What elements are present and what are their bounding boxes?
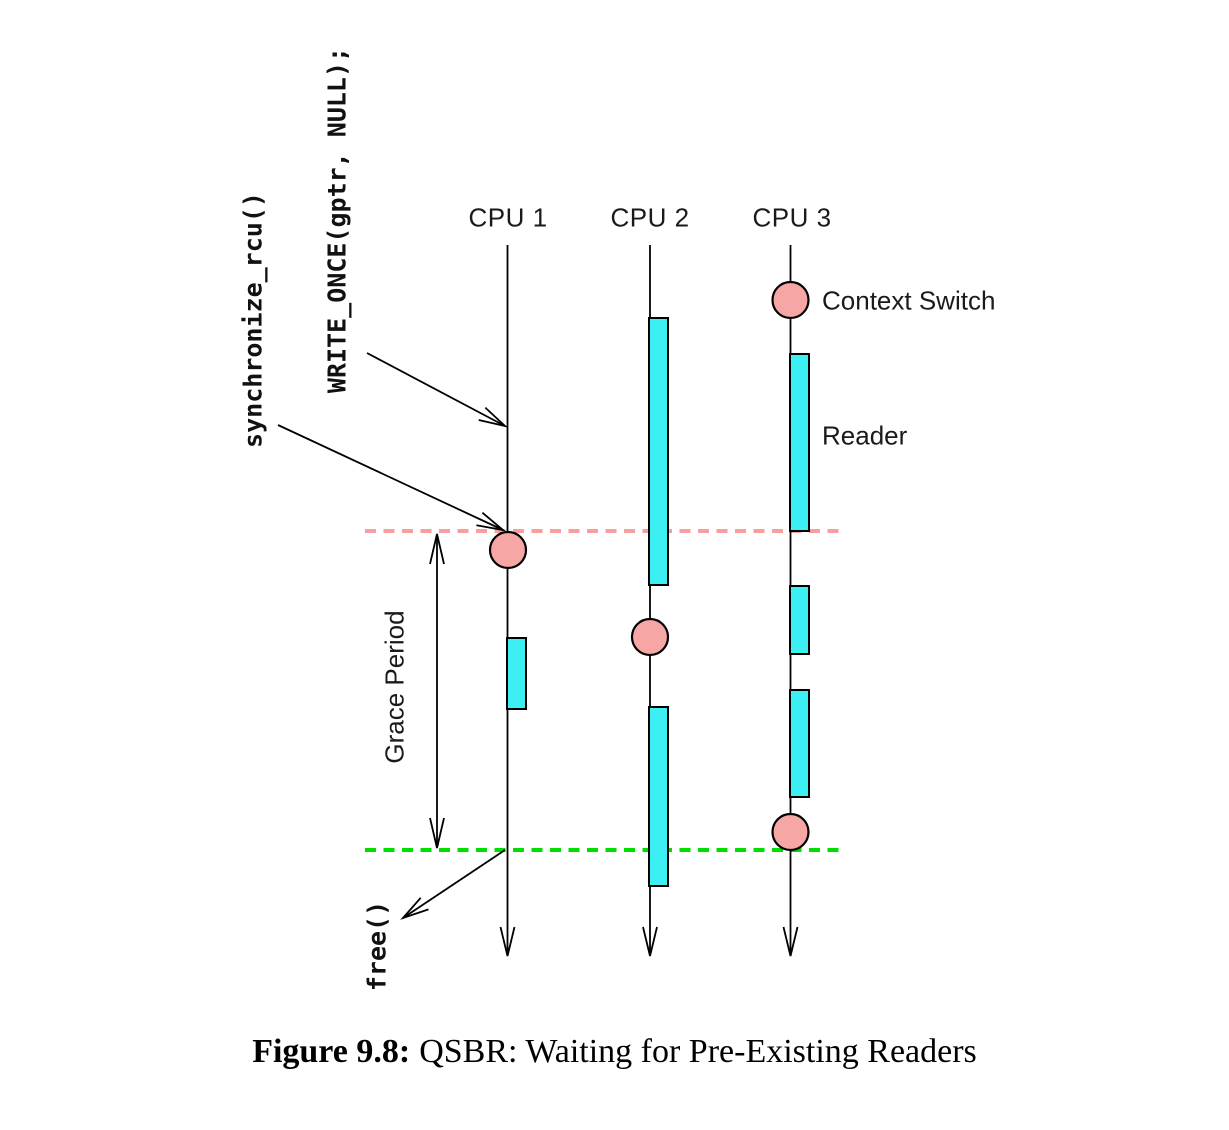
free-label: free() <box>362 900 392 992</box>
cpu1-label: CPU 1 <box>468 202 548 233</box>
cpu3-timeline-arrowhead-icon <box>782 926 799 957</box>
cpu3-label: CPU 3 <box>752 202 832 233</box>
synchronize-rcu-arrow-line <box>277 424 504 531</box>
reader-box-cpu3-2 <box>789 585 810 655</box>
figure-caption-text: QSBR: Waiting for Pre-Existing Readers <box>419 1033 977 1070</box>
figure-number: Figure 9.8: <box>252 1033 411 1070</box>
reader-box-cpu2-2 <box>648 706 669 887</box>
grace-period-span-arrow <box>429 533 445 849</box>
free-arrowhead-icon <box>400 897 429 920</box>
write-once-arrow-line <box>366 352 506 427</box>
reader-box-cpu3-1 <box>789 353 810 532</box>
grace-period-span-top-arrowhead-icon <box>429 533 445 565</box>
context-switch-marker-cpu3-top <box>771 280 810 320</box>
free-arrow-line <box>402 849 506 919</box>
grace-period-span-bottom-arrowhead-icon <box>429 817 445 849</box>
cpu2-label: CPU 2 <box>610 202 690 233</box>
free-arrow <box>400 849 506 920</box>
reader-box-cpu1-1 <box>506 637 527 710</box>
context-switch-marker-cpu1 <box>488 530 528 570</box>
write-once-arrow <box>366 352 509 428</box>
cpu1-timeline <box>499 245 516 957</box>
write-once-arrowhead-icon <box>478 406 509 428</box>
context-switch-marker-cpu2 <box>630 617 670 657</box>
reader-label: Reader <box>822 420 908 451</box>
grace-period-label: Grace Period <box>379 610 410 764</box>
reader-box-cpu2-1 <box>648 317 669 586</box>
context-switch-marker-cpu3-bottom <box>771 812 810 852</box>
cpu2-timeline-arrowhead-icon <box>642 926 658 957</box>
figure-caption: Figure 9.8:QSBR: Waiting for Pre-Existin… <box>0 1033 1229 1071</box>
write-once-label: WRITE_ONCE(gptr, NULL); <box>322 46 352 394</box>
context-switch-label: Context Switch <box>822 285 996 316</box>
reader-box-cpu3-3 <box>789 689 810 798</box>
synchronize-rcu-label: synchronize_rcu() <box>238 192 268 448</box>
synchronize-rcu-arrowhead-icon <box>476 512 507 532</box>
cpu1-timeline-arrowhead-icon <box>499 926 516 957</box>
synchronize-rcu-arrow <box>277 424 507 532</box>
